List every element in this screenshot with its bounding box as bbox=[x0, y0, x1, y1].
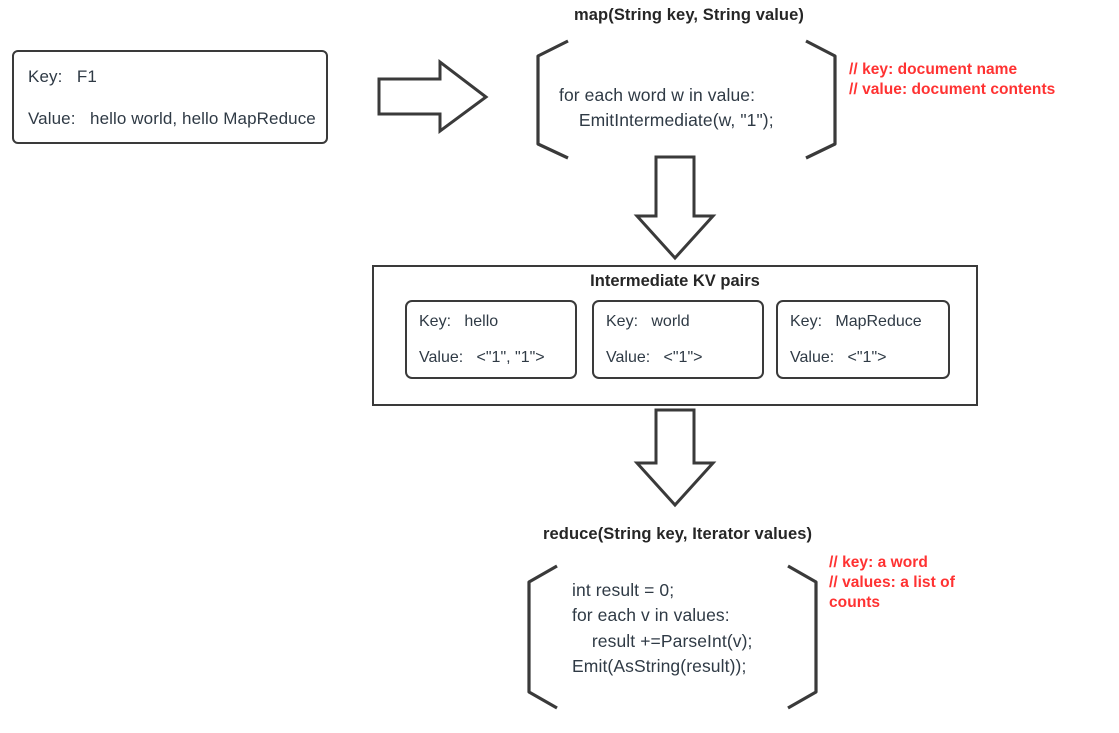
map-right-brace-icon bbox=[805, 39, 837, 160]
kv-card-value-value: <"1", "1"> bbox=[476, 349, 545, 366]
input-value-value: hello world, hello MapReduce bbox=[90, 109, 316, 128]
map-function-code: for each word w in value: EmitIntermedia… bbox=[559, 85, 774, 131]
kv-card-value-row: Value: <"1", "1"> bbox=[419, 349, 545, 367]
input-key-label: Key: bbox=[28, 67, 63, 86]
kv-card-value-label: Value: bbox=[419, 349, 464, 366]
kv-card-key-row: Key: world bbox=[606, 313, 690, 331]
kv-card-key-value: hello bbox=[464, 313, 499, 330]
input-key-value: F1 bbox=[76, 67, 97, 86]
intermediate-kv-card: Key: hello Value: <"1", "1"> bbox=[405, 300, 577, 379]
reduce-function-code: int result = 0; for each v in values: re… bbox=[572, 580, 753, 677]
kv-card-value-value: <"1"> bbox=[847, 349, 887, 366]
kv-card-key-label: Key: bbox=[606, 313, 639, 330]
intermediate-kv-container: Intermediate KV pairs Key: hello Value: … bbox=[372, 265, 978, 406]
input-value-label: Value: bbox=[28, 109, 76, 128]
intermediate-kv-card: Key: world Value: <"1"> bbox=[592, 300, 764, 379]
input-key-row: Key: F1 bbox=[28, 67, 97, 87]
kv-card-key-label: Key: bbox=[419, 313, 452, 330]
reduce-function-comment: // key: a word // values: a list of coun… bbox=[829, 554, 955, 611]
kv-card-key-value: MapReduce bbox=[835, 313, 922, 330]
kv-card-value-label: Value: bbox=[790, 349, 835, 366]
reduce-left-brace-icon bbox=[527, 564, 558, 710]
input-document-box: Key: F1 Value: hello world, hello MapRed… bbox=[12, 50, 328, 144]
map-function-comment: // key: document name // value: document… bbox=[849, 61, 1056, 98]
kv-card-key-row: Key: MapReduce bbox=[790, 313, 922, 331]
reduce-function-heading: reduce(String key, Iterator values) bbox=[543, 525, 813, 543]
map-to-intermediate-arrow-icon bbox=[633, 155, 717, 261]
kv-card-value-row: Value: <"1"> bbox=[606, 349, 702, 367]
intermediate-kv-title: Intermediate KV pairs bbox=[590, 272, 760, 290]
reduce-right-brace-icon bbox=[787, 564, 818, 710]
input-value-row: Value: hello world, hello MapReduce bbox=[28, 109, 316, 129]
intermediate-to-reduce-arrow-icon bbox=[633, 408, 717, 508]
kv-card-key-row: Key: hello bbox=[419, 313, 498, 331]
kv-card-value-label: Value: bbox=[606, 349, 651, 366]
kv-card-value-row: Value: <"1"> bbox=[790, 349, 886, 367]
kv-card-key-label: Key: bbox=[790, 313, 823, 330]
kv-card-key-value: world bbox=[651, 313, 690, 330]
kv-card-value-value: <"1"> bbox=[663, 349, 703, 366]
input-to-map-arrow-icon bbox=[377, 58, 489, 134]
map-function-heading: map(String key, String value) bbox=[574, 6, 804, 24]
intermediate-kv-card: Key: MapReduce Value: <"1"> bbox=[776, 300, 950, 379]
